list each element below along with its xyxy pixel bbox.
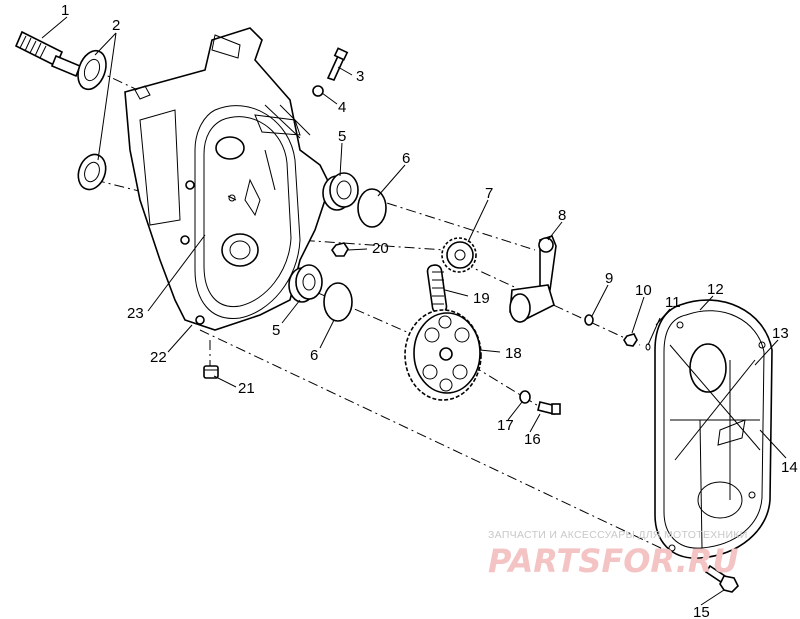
callout-11: 11 xyxy=(665,294,681,311)
callout-7: 7 xyxy=(485,185,493,202)
callout-4: 4 xyxy=(338,99,346,116)
callout-6-lower: 6 xyxy=(310,347,318,364)
part-chaincase-cover xyxy=(654,299,773,559)
part-bearing-upper xyxy=(322,172,359,211)
callout-8: 8 xyxy=(558,207,566,224)
callout-6-upper: 6 xyxy=(402,150,410,167)
part-washer-gear xyxy=(519,390,531,404)
callout-20: 20 xyxy=(372,240,389,257)
part-washer xyxy=(312,85,324,97)
part-snap-ring-lower xyxy=(323,282,353,322)
callout-5-upper: 5 xyxy=(338,128,346,145)
callout-9: 9 xyxy=(605,270,613,287)
watermark-subtitle: ЗАПЧАСТИ И АКСЕССУАРЫ ДЛЯ МОТОТЕХНИКИ xyxy=(488,529,748,541)
callout-2: 2 xyxy=(112,17,120,34)
part-nut xyxy=(331,242,349,257)
callout-18: 18 xyxy=(505,345,522,362)
part-seal-upper xyxy=(77,49,107,91)
callout-14: 14 xyxy=(781,459,798,476)
part-cover-bolt xyxy=(704,564,739,593)
callout-12: 12 xyxy=(707,281,724,298)
watermark-brand: PARTSFOR.RU xyxy=(488,542,738,580)
callout-10: 10 xyxy=(635,282,652,299)
part-washer-small xyxy=(584,314,594,326)
callout-3: 3 xyxy=(356,68,364,85)
part-chaincase-housing xyxy=(124,27,331,331)
callout-21: 21 xyxy=(238,380,255,397)
callout-22: 22 xyxy=(150,349,167,366)
part-snap-ring-upper xyxy=(357,188,387,228)
callout-16: 16 xyxy=(524,431,541,448)
callout-labels: 1 2 3 4 5 6 7 8 9 10 11 12 13 14 15 16 1… xyxy=(61,2,798,619)
part-input-shaft xyxy=(14,30,82,78)
callout-1: 1 xyxy=(61,2,69,19)
callout-15: 15 xyxy=(693,604,710,619)
part-bolt xyxy=(326,47,349,81)
part-bearing-lower xyxy=(288,264,323,303)
part-top-sprocket xyxy=(441,237,477,273)
part-tensioner-arm xyxy=(509,235,557,323)
part-large-sprocket xyxy=(404,309,482,401)
part-drain-plug xyxy=(203,365,219,379)
part-nut-small xyxy=(623,333,638,347)
callout-19: 19 xyxy=(473,290,490,307)
callout-23: 23 xyxy=(127,305,144,322)
leader-lines xyxy=(41,16,787,606)
callout-17: 17 xyxy=(497,417,514,434)
callout-5-lower: 5 xyxy=(272,322,280,339)
callout-13: 13 xyxy=(772,325,789,342)
part-bolt-gear xyxy=(537,401,561,415)
part-seal-lower xyxy=(77,153,107,191)
watermark: ЗАПЧАСТИ И АКСЕССУАРЫ ДЛЯ МОТОТЕХНИКИ PA… xyxy=(488,529,748,580)
part-chain xyxy=(426,264,448,314)
